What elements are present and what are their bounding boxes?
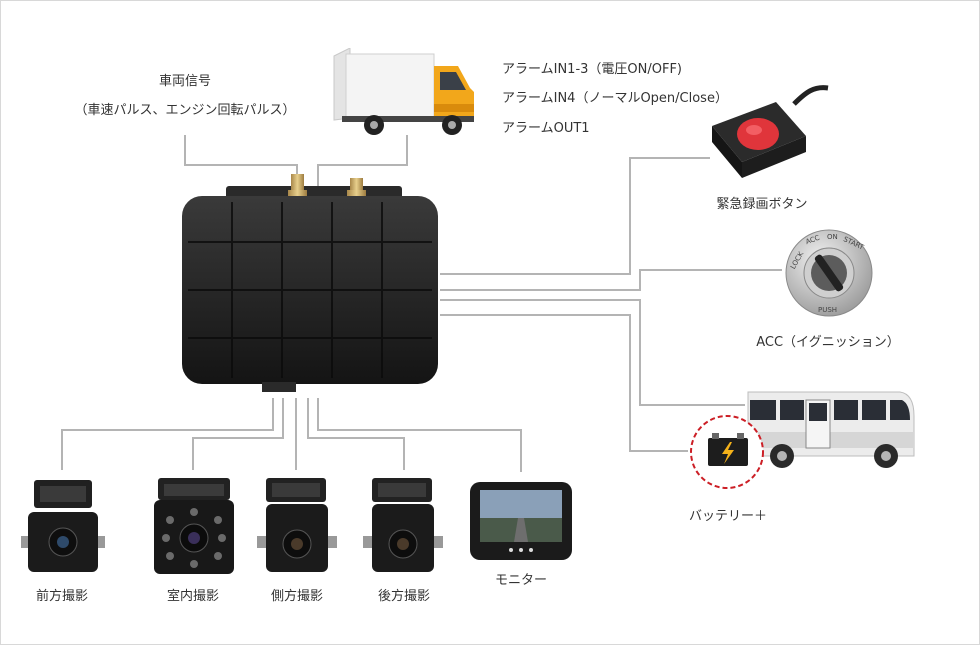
alarm-in4-label: アラームIN4（ノーマルOpen/Close）: [502, 91, 728, 106]
antenna-connector-icon: [347, 178, 366, 198]
alarm-in1-3-label: アラームIN1-3（電圧ON/OFF): [502, 62, 682, 77]
front-camera-icon: [21, 480, 105, 572]
side-camera-label: 側方撮影: [270, 589, 324, 604]
interior-camera-label: 室内撮影: [166, 589, 220, 604]
side-camera-icon: [257, 478, 337, 572]
antenna-connector-icon: [288, 174, 307, 198]
rear-camera-label: 後方撮影: [377, 589, 431, 604]
monitor-label: モニター: [494, 573, 548, 588]
alarm-out1-label: アラームOUT1: [502, 121, 590, 136]
acc-label: ACC（イグニッション）: [756, 335, 900, 350]
wire-truck: [317, 135, 408, 195]
wire-battery: [440, 314, 688, 452]
rear-camera-icon: [363, 478, 443, 572]
wire-rear-cam: [307, 398, 405, 470]
bus-icon: [747, 391, 915, 468]
front-camera-label: 前方撮影: [35, 589, 89, 604]
wire-bus: [440, 299, 745, 406]
monitor-icon: [470, 482, 572, 560]
battery-label: バッテリー＋: [688, 509, 768, 524]
vehicle-signal-sub-label: （車速パルス、エンジン回転パルス）: [74, 103, 296, 118]
interior-camera-icon: [154, 478, 234, 574]
wire-emergency-button: [440, 157, 710, 275]
wire-monitor: [317, 398, 522, 472]
wire-front-cam: [61, 398, 274, 470]
key-on-text: ON: [827, 233, 838, 241]
wire-acc: [440, 269, 782, 291]
truck-icon: [333, 48, 474, 135]
wire-interior-cam: [192, 398, 284, 470]
emergency-button-label: 緊急録画ボタン: [716, 197, 808, 212]
battery-icon: [690, 415, 764, 489]
key-push-text: PUSH: [818, 306, 837, 314]
ignition-key-icon: LOCK ACC ON START PUSH: [785, 229, 873, 317]
emergency-button-icon: [712, 85, 829, 178]
vehicle-signal-label: 車両信号: [158, 74, 212, 89]
recorder-unit: [182, 174, 438, 392]
